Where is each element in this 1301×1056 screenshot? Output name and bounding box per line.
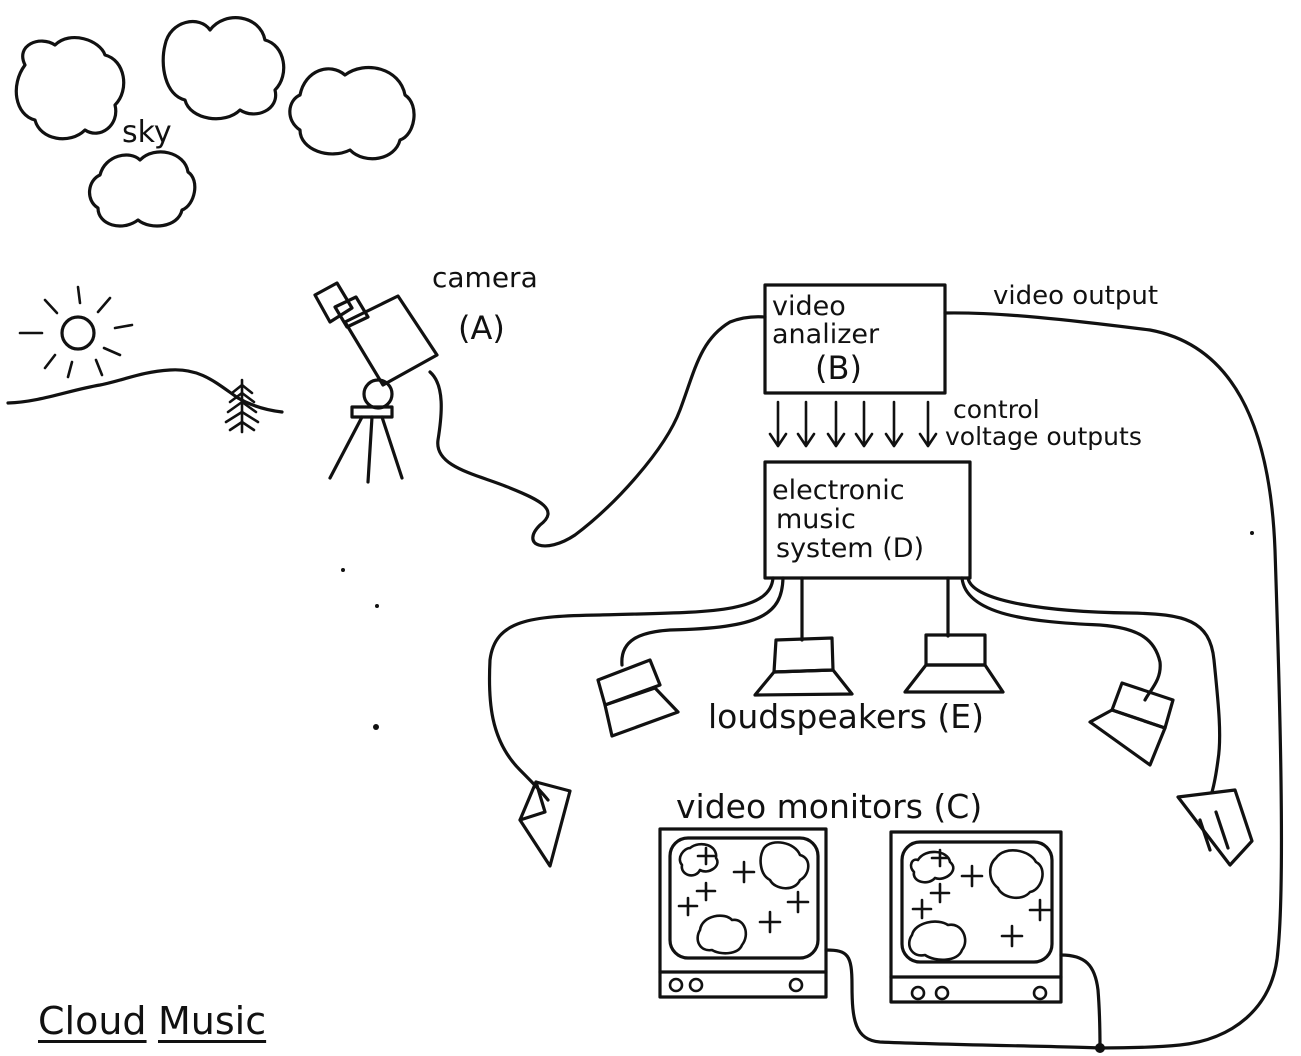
cloud-3 (288, 66, 416, 161)
music-system-label-line2: music (776, 504, 856, 535)
music-system-box (763, 460, 972, 580)
camera-id-label: (A) (458, 309, 505, 347)
music-system-label-line3: system (D) (776, 533, 925, 564)
sun (18, 285, 134, 379)
control-label-line2: voltage outputs (945, 422, 1142, 451)
video-output-cable (943, 311, 1284, 1050)
cloud-1 (14, 35, 126, 141)
camera-drawing (313, 281, 439, 484)
sun-disc (60, 315, 96, 351)
cloud-4 (88, 150, 197, 228)
camera-cable (428, 315, 767, 548)
analyzer-label-line2: analizer (772, 319, 880, 350)
analyzer-id-label: (B) (815, 349, 862, 387)
title-word-cloud: Cloud (38, 999, 147, 1043)
camera-label: camera (432, 261, 538, 294)
clouds (14, 16, 416, 228)
speaker-wires (487, 576, 1222, 802)
analyzer-label-line1: video (772, 291, 846, 322)
analyzer-box (763, 283, 947, 395)
control-label-line1: control (953, 395, 1040, 424)
loudspeakers-label: loudspeakers (E) (708, 697, 984, 736)
sky-label: sky (122, 115, 172, 150)
title-word-music: Music (158, 999, 267, 1043)
video-monitors-label: video monitors (C) (676, 787, 983, 826)
video-output-label: video output (993, 281, 1159, 311)
hills (6, 368, 284, 414)
stray-marks (341, 531, 1254, 730)
control-voltage-arrows (768, 400, 938, 448)
loudspeakers-drawing (518, 633, 1254, 868)
music-system-label-line1: electronic (772, 475, 905, 506)
cloud-2 (161, 16, 286, 121)
tree (224, 378, 260, 434)
video-monitors-drawing (658, 827, 1102, 1050)
